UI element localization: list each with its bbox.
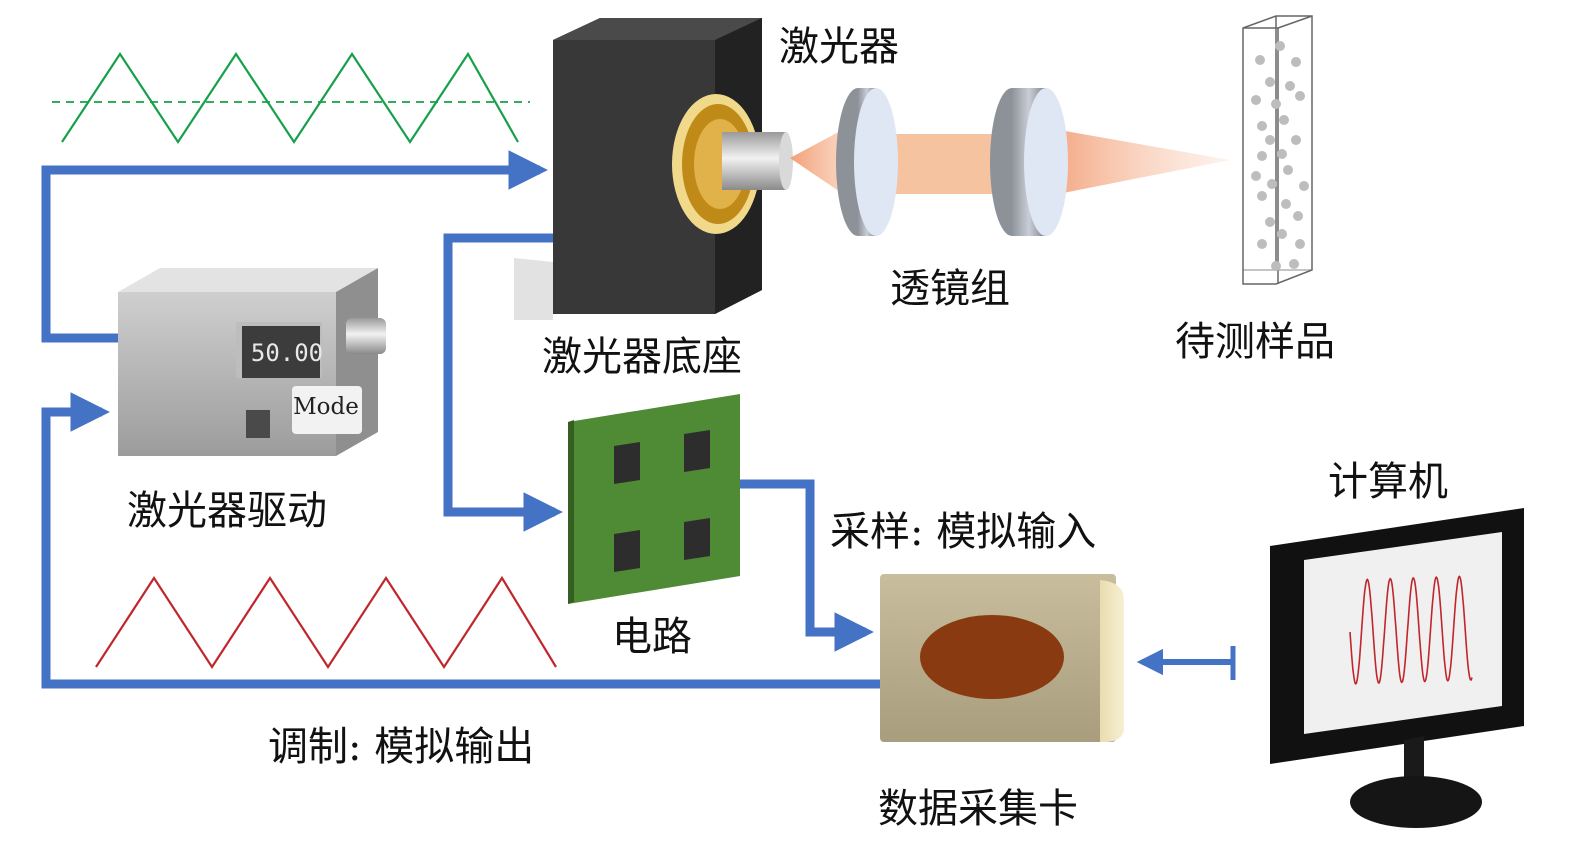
label-daq-card: 数据采集卡 [878, 786, 1078, 832]
label-laser-driver: 激光器驱动 [127, 488, 327, 534]
pcb-board-icon [568, 394, 740, 604]
label-circuit: 电路 [612, 614, 692, 660]
label-sampling: 采样: 模拟输入 [830, 509, 1096, 555]
label-sample: 待测样品 [1175, 319, 1335, 365]
triangle-wave-green [52, 51, 530, 144]
laser-driver-box-icon: 50.00 Mode [118, 268, 386, 456]
arrow-daq-to-driver [41, 392, 880, 689]
driver-display [242, 326, 320, 378]
sine-wave-trace [1349, 575, 1473, 685]
label-lens-group: 透镜组 [890, 266, 1010, 312]
computer-monitor-icon [1270, 508, 1524, 828]
knob-icon [346, 318, 386, 354]
arrow-circuit-to-daq [737, 479, 874, 652]
mode-label: Mode [293, 394, 359, 420]
label-laser: 激光器 [779, 24, 899, 70]
flow-arrows [41, 150, 1236, 689]
driver-button [246, 410, 270, 438]
lens-icon [836, 88, 898, 236]
driver-display-value: 50.00 [251, 339, 323, 367]
label-modulation: 调制: 模拟输出 [268, 724, 534, 770]
daq-card-icon [880, 574, 1124, 742]
laser-block-icon [514, 18, 793, 320]
triangle-wave-red [95, 575, 557, 670]
label-computer: 计算机 [1328, 459, 1448, 505]
label-laser-mount: 激光器底座 [542, 334, 742, 380]
arrow-driver-to-laser [41, 150, 548, 343]
labels: 激光器 透镜组 待测样品 激光器底座 激光器驱动 电路 采样: 模拟输入 调制:… [127, 24, 1448, 832]
beam-and-lenses [790, 88, 1230, 236]
lens-icon [990, 88, 1068, 236]
sample-cuvette-icon [1242, 15, 1313, 285]
arrow-laser-to-circuit [443, 233, 563, 532]
